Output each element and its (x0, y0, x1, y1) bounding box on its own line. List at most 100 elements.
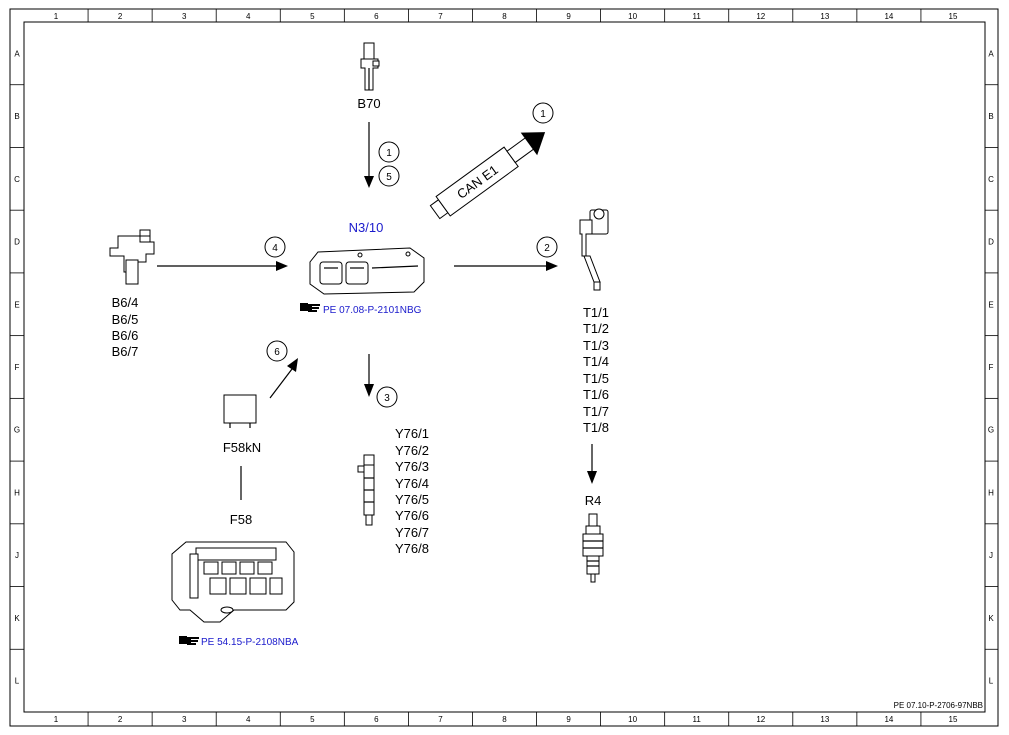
grid-column-label: 1 (54, 12, 59, 21)
arrow-coil-to-spark-plug (587, 444, 597, 484)
grid-column-label: 5 (310, 12, 315, 21)
ecu-reference-link[interactable]: PE 07.08-P-2101NBG (300, 303, 422, 316)
grid-column-label: 15 (949, 715, 958, 724)
grid-row-label: K (14, 614, 20, 623)
b6-camshaft-sensor-icon (109, 229, 155, 285)
grid-column-label: 10 (628, 715, 637, 724)
svg-text:5: 5 (386, 172, 392, 183)
grid-row-label: F (989, 363, 994, 372)
grid-column-label: 12 (756, 715, 765, 724)
b6-7-label: B6/7 (112, 344, 139, 359)
grid-column-label: 6 (374, 12, 379, 21)
grid-column-label: 15 (949, 12, 958, 21)
grid-row-label: C (14, 175, 20, 184)
grid-column-label: 11 (693, 715, 702, 724)
grid-row-label: G (988, 426, 994, 435)
y76-3-label: Y76/3 (395, 459, 429, 474)
b6-5-label: B6/5 (112, 312, 139, 327)
grid-column-label: 14 (884, 12, 893, 21)
ignition-coil-icon (579, 208, 609, 291)
grid-column-label: 13 (820, 12, 829, 21)
callout-1-can: 1 (532, 102, 554, 124)
t1-2-label: T1/2 (583, 321, 609, 336)
grid-column-label: 11 (693, 12, 702, 21)
y76-6-label: Y76/6 (395, 508, 429, 523)
callout-5: 5 (378, 165, 400, 187)
grid-row-label: F (15, 363, 20, 372)
t1-3-label: T1/3 (583, 338, 609, 353)
arrow-ecu-to-ignition-coils (454, 261, 558, 271)
grid-row-label: E (988, 300, 993, 309)
callout-3: 3 (376, 386, 398, 408)
grid-row-label: B (14, 112, 19, 121)
grid-column-label: 3 (182, 715, 187, 724)
b70-label: B70 (357, 96, 380, 111)
document-code: PE 07.10-P-2706-97NBB (894, 701, 983, 710)
grid-column-label: 2 (118, 715, 123, 724)
fuel-injector-icon (357, 454, 375, 526)
arrow-ecu-to-injectors (364, 354, 374, 397)
b70-sensor-icon (360, 42, 380, 91)
grid-row-label: K (988, 614, 994, 623)
grid-column-label: 1 (54, 715, 59, 724)
grid-column-label: 7 (438, 715, 443, 724)
y76-1-label: Y76/1 (395, 426, 429, 441)
r4-label: R4 (585, 493, 602, 508)
t1-7-label: T1/7 (583, 404, 609, 419)
grid-row-label: H (14, 488, 20, 497)
arrow-b70-to-ecu (364, 122, 374, 188)
grid-row-label: E (14, 300, 19, 309)
svg-text:2: 2 (544, 243, 550, 254)
callout-1-top: 1 (378, 141, 400, 163)
y76-2-label: Y76/2 (395, 443, 429, 458)
grid-column-label: 14 (884, 715, 893, 724)
grid-row-label: G (14, 426, 20, 435)
grid-row-label: L (989, 677, 994, 686)
t1-1-label: T1/1 (583, 305, 609, 320)
grid-column-label: 13 (820, 715, 829, 724)
f58kn-label: F58kN (223, 440, 261, 455)
y76-7-label: Y76/7 (395, 525, 429, 540)
t1-6-label: T1/6 (583, 387, 609, 402)
grid-row-label: A (988, 49, 994, 58)
svg-text:6: 6 (274, 347, 280, 358)
grid-column-label: 9 (566, 12, 571, 21)
fusebox-reference-link[interactable]: PE 54.15-P-2108NBA (179, 636, 299, 648)
y76-5-label: Y76/5 (395, 492, 429, 507)
arrow-b6-to-ecu (157, 261, 288, 271)
relay-icon (223, 394, 257, 428)
grid-column-label: 10 (628, 12, 637, 21)
pointing-hand-icon (179, 636, 199, 645)
grid-column-label: 9 (566, 715, 571, 724)
grid-row-label: A (14, 49, 20, 58)
pointing-hand-icon (300, 303, 320, 312)
grid-column-label: 2 (118, 12, 123, 21)
t1-5-label: T1/5 (583, 371, 609, 386)
fusebox-reference-text: PE 54.15-P-2108NBA (201, 637, 299, 648)
callout-4: 4 (264, 236, 286, 258)
spark-plug-icon (582, 513, 604, 583)
grid-column-label: 7 (438, 12, 443, 21)
svg-text:3: 3 (384, 393, 390, 404)
b6-6-label: B6/6 (112, 328, 139, 343)
n3-10-label: N3/10 (349, 220, 384, 235)
grid-row-label: B (988, 112, 993, 121)
grid-row-label: D (14, 238, 20, 247)
grid-column-label: 8 (502, 715, 507, 724)
grid-column-label: 8 (502, 12, 507, 21)
svg-text:1: 1 (386, 148, 392, 159)
arrow-relay-to-ecu (269, 358, 298, 399)
t1-4-label: T1/4 (583, 354, 609, 369)
fuse-relay-box-icon (171, 541, 295, 623)
callout-2: 2 (536, 236, 558, 258)
grid-row-label: J (989, 551, 993, 560)
grid-column-label: 6 (374, 715, 379, 724)
callout-6: 6 (266, 340, 288, 362)
grid-row-label: C (988, 175, 994, 184)
inner-frame (23, 21, 986, 713)
